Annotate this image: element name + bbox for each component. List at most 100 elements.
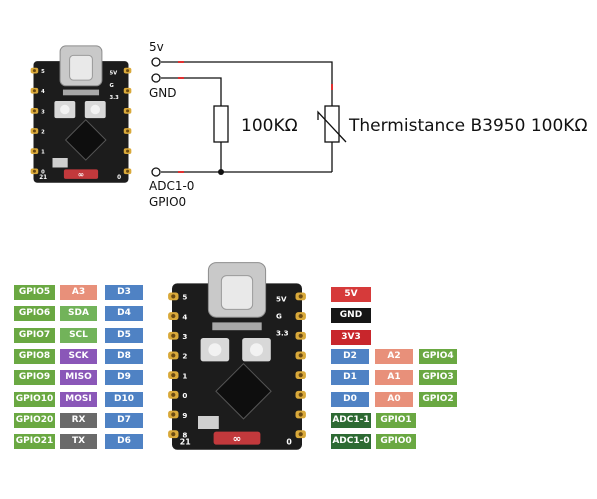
- pin-number-left: 0: [182, 391, 187, 400]
- pin-label-digital: D3: [105, 285, 143, 300]
- pad-hole-left: [171, 314, 176, 319]
- pad-hole-left: [171, 432, 176, 437]
- pad-hole-left: [32, 109, 36, 113]
- label-adc: ADC1-0: [149, 179, 195, 193]
- corner-label-right: 0: [117, 175, 121, 181]
- pin-number-left: 1: [41, 150, 45, 156]
- pin-label-gpio: GPIO1: [376, 413, 416, 428]
- pin-label-gpio: GPIO9: [14, 370, 55, 386]
- pin-number-left: 4: [182, 312, 187, 321]
- pcb-body: [33, 61, 129, 183]
- crystal: [198, 416, 219, 429]
- pad-hole-right: [298, 314, 303, 319]
- power-mark: G: [110, 83, 114, 89]
- pin-label-gpio: GPIO21: [14, 434, 55, 450]
- terminal-5v: [151, 57, 161, 67]
- pin-label-gpio: GPIO3: [419, 370, 457, 386]
- pin-label-adc: ADC1-0: [331, 434, 371, 450]
- crystal: [52, 158, 68, 168]
- pin-number-left: 5: [182, 293, 187, 302]
- pin-label-function: SDA: [60, 306, 97, 322]
- pin-label-digital: D10: [105, 391, 143, 407]
- pad-hole-left: [32, 129, 36, 133]
- pin-label-gpio: GPIO7: [14, 327, 55, 343]
- pin-number-left: 2: [41, 129, 45, 135]
- pad-hole-left: [32, 169, 36, 173]
- pin-label-digital: D7: [105, 412, 143, 428]
- pin-label-adc: ADC1-1: [331, 413, 371, 428]
- pin-label-function: RX: [60, 412, 97, 428]
- pin-label-function: MISO: [60, 370, 97, 386]
- terminal-gnd: [151, 73, 161, 83]
- pin-label-function: A3: [60, 285, 97, 300]
- pin-label-analog: A0: [375, 391, 413, 407]
- pad-hole-right: [298, 333, 303, 338]
- pin-label-digital: D4: [105, 306, 143, 322]
- junction-dot: [218, 169, 224, 175]
- pin-label-function: MOSI: [60, 391, 97, 407]
- pad-hole-right: [126, 149, 130, 153]
- corner-label-left: 21: [180, 438, 191, 447]
- wire-5v: [161, 61, 333, 106]
- pin-label-gpio: GPIO0: [376, 434, 416, 450]
- pin-label-digital: D9: [105, 370, 143, 386]
- pin-label-gpio: GPIO10: [14, 391, 55, 407]
- pin-label-gpio: GPIO20: [14, 412, 55, 428]
- pad-hole-left: [171, 294, 176, 299]
- pin-label-digital: D1: [331, 370, 369, 386]
- power-mark: G: [276, 312, 282, 321]
- corner-label-left: 21: [39, 175, 47, 181]
- pin-label-digital: D8: [105, 348, 143, 364]
- pad-hole-right: [126, 89, 130, 93]
- pin-number-left: 0: [41, 170, 45, 176]
- pad-hole-left: [171, 373, 176, 378]
- usb-pins: [212, 322, 262, 331]
- pad-hole-right: [126, 109, 130, 113]
- pad-hole-left: [32, 149, 36, 153]
- pad-hole-right: [298, 353, 303, 358]
- terminal-adc: [151, 167, 161, 177]
- reset-button-cap: [250, 343, 263, 357]
- circuit-schematic: [151, 57, 347, 177]
- pin-label-function: TX: [60, 434, 97, 450]
- pin-label-analog: A2: [375, 349, 413, 364]
- pcb-body: [172, 283, 302, 450]
- power-mark: 3.3: [110, 95, 120, 101]
- pin-number-left: 5: [41, 69, 45, 75]
- pad-hole-left: [171, 412, 176, 417]
- pad-hole-left: [32, 69, 36, 73]
- pin-label-digital: D0: [331, 391, 369, 407]
- pin-label-gpio: GPIO5: [14, 285, 55, 300]
- pad-hole-left: [171, 333, 176, 338]
- pin-label-digital: D2: [331, 349, 369, 364]
- pad-hole-right: [126, 69, 130, 73]
- pin-number-left: 4: [41, 89, 45, 95]
- pin-label-function: SCL: [60, 327, 97, 343]
- pin-number-left: 8: [182, 430, 187, 439]
- pad-hole-right: [298, 392, 303, 397]
- corner-label-right: 0: [286, 438, 292, 447]
- pad-hole-left: [32, 89, 36, 93]
- boot-button-cap: [60, 104, 70, 115]
- antenna: [213, 431, 261, 445]
- pin-label-gpio: GPIO8: [14, 348, 55, 364]
- pin-number-left: 3: [182, 332, 187, 341]
- pad-hole-right: [126, 129, 130, 133]
- power-mark: 3.3: [276, 328, 289, 337]
- pin-label-gpio: GPIO2: [419, 391, 457, 407]
- pin-label-digital: D5: [105, 327, 143, 343]
- thermistor-symbol: [324, 105, 340, 143]
- pin-label-power: 5V: [331, 287, 371, 302]
- pad-hole-left: [171, 353, 176, 358]
- pad-hole-right: [126, 169, 130, 173]
- pin-number-left: 1: [182, 371, 187, 380]
- pin-label-analog: A1: [375, 370, 413, 386]
- antenna-logo: ∞: [233, 433, 242, 445]
- antenna: [63, 169, 99, 179]
- pad-hole-right: [298, 432, 303, 437]
- resistor-symbol: [213, 105, 229, 143]
- pin-label-gpio: GPIO4: [419, 349, 457, 364]
- pin-label-function: SCK: [60, 348, 97, 364]
